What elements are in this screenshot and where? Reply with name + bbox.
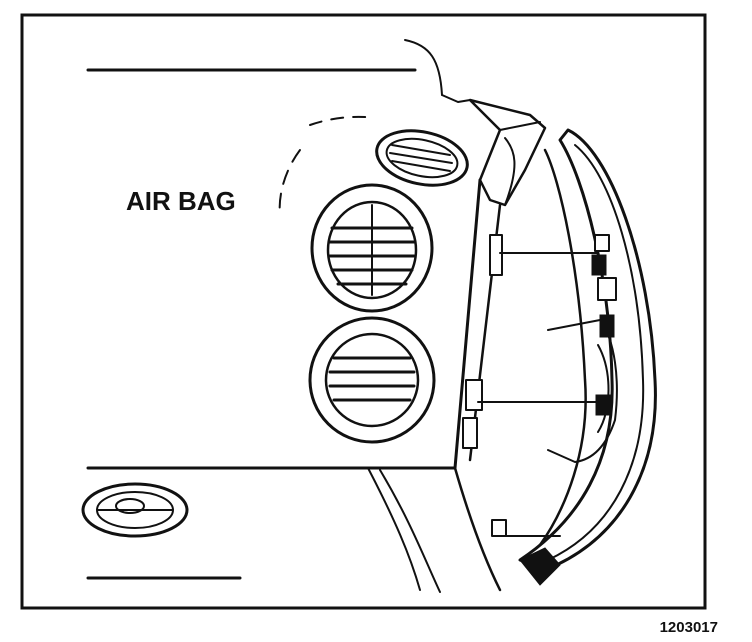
dashboard-outline — [86, 39, 471, 593]
upper-air-vent — [375, 129, 469, 187]
figure-number: 1203017 — [660, 619, 718, 636]
center-air-vent-upper — [310, 183, 434, 313]
alignment-lines — [477, 252, 599, 537]
airbag-label: AIR BAG — [126, 186, 236, 216]
center-air-vent-lower — [308, 316, 436, 444]
side-air-vent — [81, 482, 189, 538]
airbag-door — [518, 128, 657, 586]
